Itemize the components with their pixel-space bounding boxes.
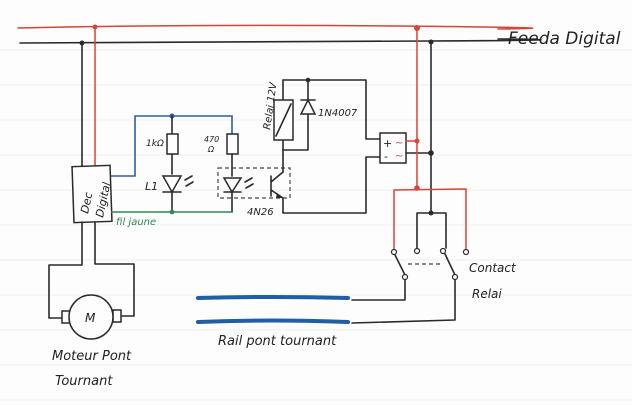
- bridge-rectifier: + - ~ ~: [379, 132, 407, 164]
- junction-black-bridge: [428, 150, 434, 156]
- led-l1: [161, 175, 194, 213]
- junction-red-bridge: [414, 138, 420, 144]
- decoder: Dec Digital: [71, 164, 113, 224]
- relay-contact-label-1: Contact: [469, 261, 517, 275]
- led-l1-label: L1: [145, 180, 158, 193]
- relay-contact-label-2: Relai: [472, 287, 502, 301]
- decoder-label-1: Dec: [78, 191, 95, 215]
- led-supply-wire: [111, 115, 233, 177]
- junction-green: [169, 209, 175, 215]
- resistor-2-label-top: 470: [204, 135, 219, 144]
- motor-wire-left: [48, 221, 83, 319]
- bridge-ac-1: ~: [395, 138, 403, 149]
- optocoupler: [217, 167, 291, 213]
- bridge-minus: -: [384, 150, 388, 163]
- motor-label-1: Moteur Pont: [52, 349, 132, 364]
- rail-label: Rail pont tournant: [218, 334, 337, 349]
- motor-label-2: Tournant: [55, 374, 113, 389]
- relay-coil: [273, 99, 294, 141]
- diode: [282, 79, 317, 151]
- diagram-title: Feeda Digital: [508, 29, 621, 49]
- feeder-red-line: [17, 24, 534, 30]
- diode-label: 1N4007: [318, 108, 358, 119]
- resistor-2: [226, 133, 239, 155]
- emitter-return: [282, 156, 381, 214]
- motor-wire-right: [94, 221, 135, 317]
- yellow-wire-label: fil jaune: [116, 217, 156, 228]
- relay-top-wire: [282, 79, 381, 140]
- optocoupler-label: 4N26: [247, 207, 274, 218]
- bridge-plus: +: [383, 137, 392, 150]
- grid-paper: [0, 49, 632, 401]
- resistor-1-label: 1kΩ: [146, 139, 164, 149]
- relay-contacts: [351, 188, 470, 324]
- rail-top: [196, 295, 350, 300]
- resistor-2-label-bottom: Ω: [207, 145, 215, 154]
- feeder-black-line: [19, 38, 542, 44]
- rail-bottom: [196, 318, 350, 324]
- motor-symbol: M: [85, 311, 96, 325]
- motor: M: [61, 294, 122, 340]
- bridge-ac-2: ~: [395, 151, 403, 162]
- resistor-1: [166, 133, 179, 155]
